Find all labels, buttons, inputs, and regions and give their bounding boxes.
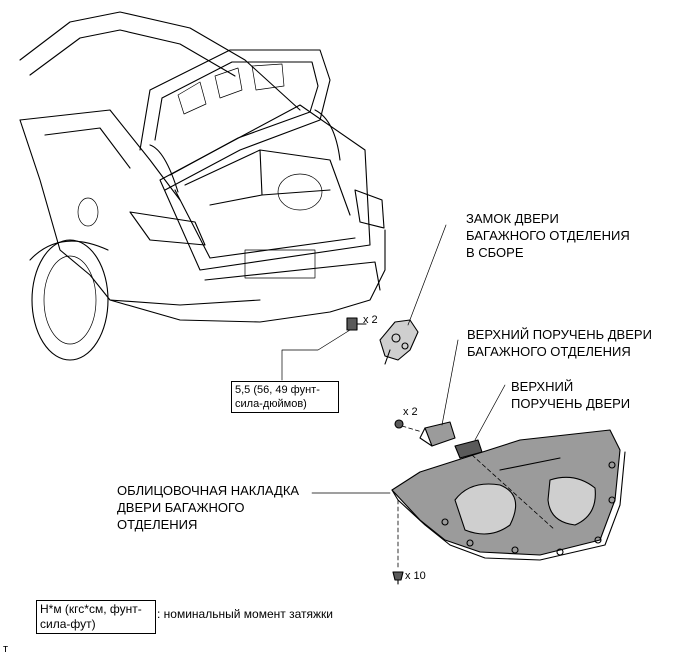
trim-panel-part xyxy=(391,429,626,569)
label-upper-handle-door: ВЕРХНИЙ ПОРУЧЕНЬ ДВЕРИ xyxy=(511,379,631,411)
leader-torque xyxy=(281,329,351,381)
car-illustration xyxy=(19,11,386,361)
handle-screw-icon xyxy=(394,419,423,433)
label-upper-handle-trunk: ВЕРХНИЙ ПОРУЧЕНЬ ДВЕРИ БАГАЖНОГО ОТДЕЛЕН… xyxy=(467,327,652,359)
label-trim-panel: ОБЛИЦОВОЧНАЯ НАКЛАДКА ДВЕРИ БАГАЖНОГО ОТ… xyxy=(117,483,300,532)
legend-unit-box: Н*м (кгс*см, фунт- сила-фут) xyxy=(36,600,156,634)
label-trunk-lock: ЗАМОК ДВЕРИ БАГАЖНОГО ОТДЕЛЕНИЯ В СБОРЕ xyxy=(466,211,630,260)
lock-bolt-icon xyxy=(346,317,367,331)
leader-handle-door xyxy=(474,384,506,441)
leader-handle-trunk xyxy=(441,339,459,426)
torque-spec-box: 5,5 (56, 49 фунт- сила-дюймов) xyxy=(231,381,339,413)
legend-description: : номинальный момент затяжки xyxy=(157,607,333,621)
corner-mark: т xyxy=(3,643,9,655)
qty-clips: x 10 xyxy=(405,570,426,582)
qty-handle-screws: x 2 xyxy=(403,406,418,418)
upper-handle-trunk-part xyxy=(419,421,456,447)
qty-lock-bolts: x 2 xyxy=(363,314,378,326)
trunk-lock-part xyxy=(379,319,419,365)
leader-trunk-lock xyxy=(407,224,447,326)
clip-icon xyxy=(392,571,404,585)
